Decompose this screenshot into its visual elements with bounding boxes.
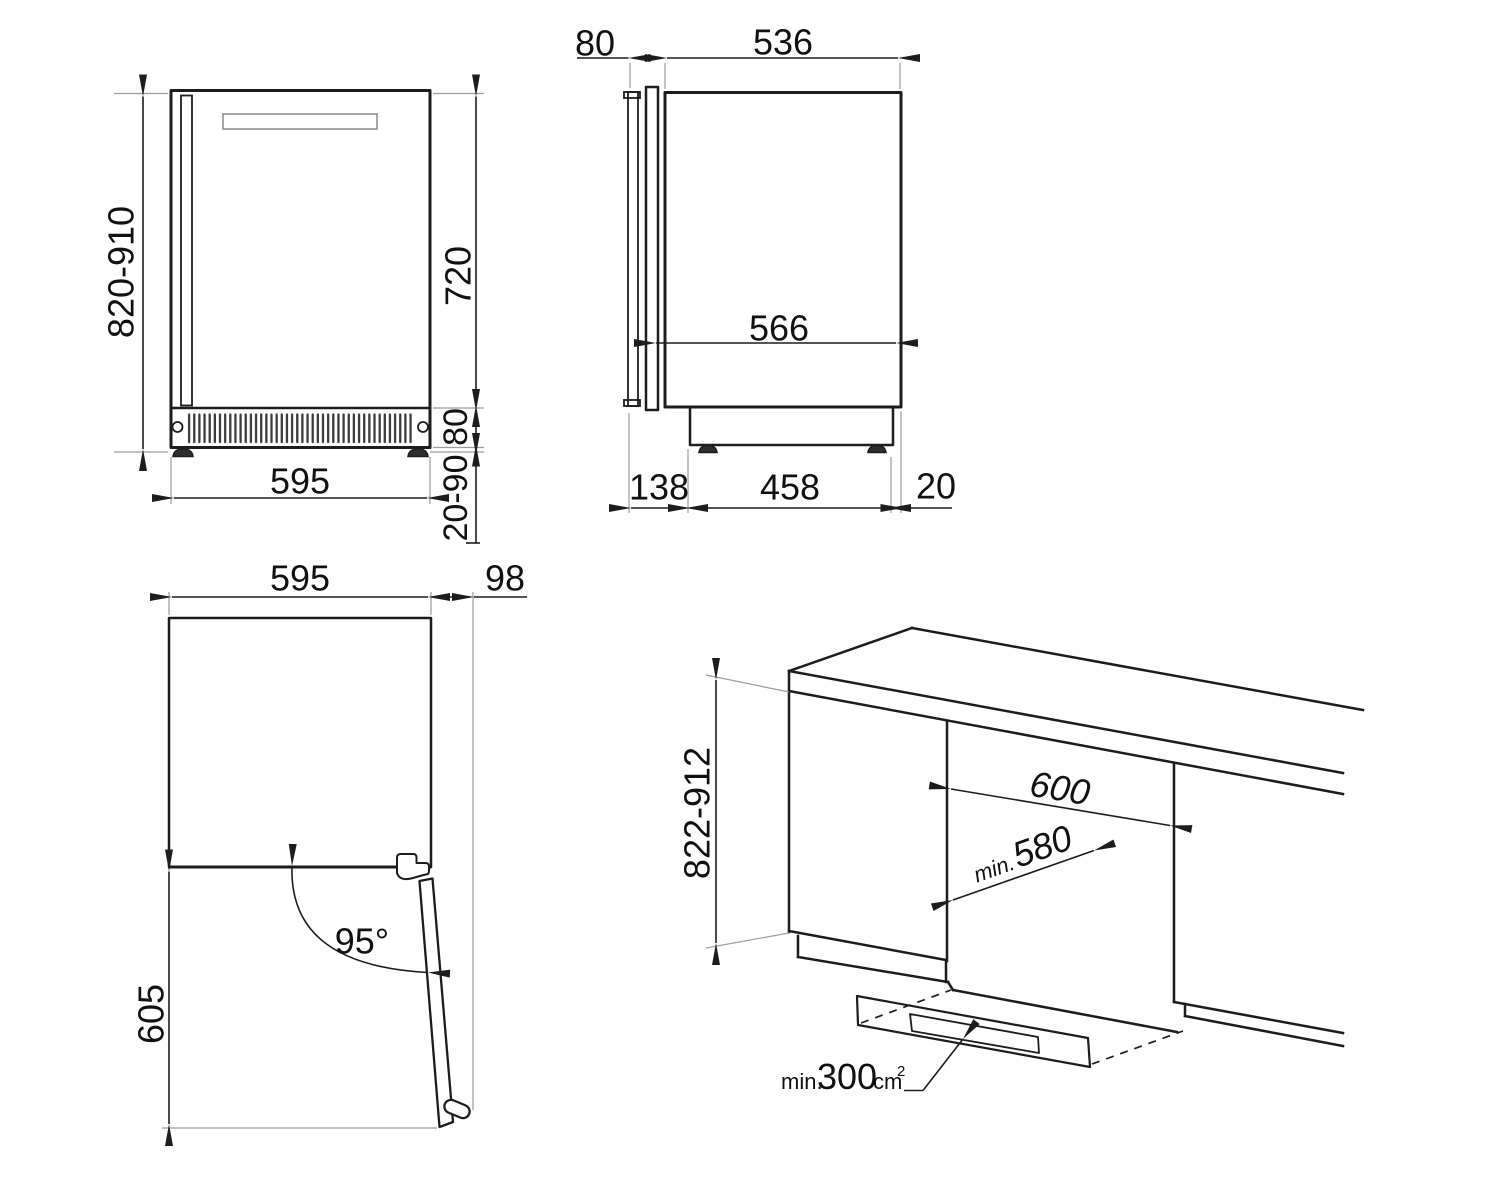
hinge-bracket	[396, 853, 430, 881]
vent-area-unit: cm	[873, 1069, 902, 1094]
front-extension-lines	[114, 92, 484, 504]
front-grille-height-label: 80	[437, 408, 475, 446]
cabinet-outline	[169, 89, 432, 449]
door-handle-end-inner	[445, 1101, 469, 1117]
screw-hole-right	[417, 421, 429, 433]
vent-area-value: 300	[817, 1056, 877, 1097]
niche-height-range-label: 822-912	[677, 747, 718, 879]
front-view: 820-910 720 80 20-90 595	[101, 74, 484, 544]
foot-left	[172, 448, 194, 458]
side-plinth-depth-label: 458	[760, 467, 820, 508]
front-width-label: 595	[270, 461, 330, 502]
niche-dimension-lines	[712, 658, 1193, 1092]
top-swing-radius-label: 605	[131, 984, 172, 1044]
plinth-side	[688, 406, 895, 447]
niche-depth-value: 580	[1007, 817, 1077, 876]
swing-arc	[288, 843, 451, 978]
side-interior-depth-label: 566	[749, 308, 809, 349]
hidden-line-left	[860, 989, 952, 1024]
top-door-projection-label: 98	[485, 558, 525, 599]
foot-right	[407, 448, 429, 458]
side-rear-gap-label: 20	[916, 466, 956, 507]
door-panel-side	[644, 85, 660, 412]
cabinet-top-outline	[167, 616, 433, 869]
door-open	[418, 877, 455, 1129]
side-view: 80 536 566 138 458 20	[575, 22, 956, 513]
niche-depth-min-prefix: min.	[970, 850, 1018, 888]
front-feet-range-label: 20-90	[437, 455, 475, 542]
side-depth-label: 536	[753, 22, 813, 63]
side-extension-lines	[628, 63, 902, 513]
side-front-offset-label: 138	[629, 467, 689, 508]
right-cabinet	[1172, 761, 1345, 1048]
side-door-thickness-label: 80	[575, 23, 615, 64]
niche-width-label: 600	[1027, 763, 1093, 813]
left-cabinet	[787, 669, 955, 992]
foot-rear-side	[867, 444, 887, 454]
top-extension-lines	[162, 592, 474, 1129]
worktop	[787, 626, 1365, 796]
front-door-height-label: 720	[438, 246, 479, 306]
niche-depth-label: min. 580	[970, 817, 1077, 888]
handle-bar-side	[627, 91, 639, 407]
hidden-line-right	[1091, 1030, 1184, 1065]
niche-extension-lines	[705, 674, 790, 949]
cabinet-body-side	[663, 91, 903, 409]
built-in-niche-view: 822-912 600 min. 580 min. 300 cm 2	[677, 626, 1365, 1097]
vent-area-label: min. 300 cm 2	[781, 1056, 905, 1097]
front-dimension-lines	[139, 74, 480, 544]
display-window	[222, 113, 378, 130]
vent-grille	[186, 412, 412, 444]
top-view-door-swing: 595 98 95° 605	[131, 558, 527, 1146]
top-dimension-lines	[150, 593, 527, 1146]
top-opening-angle-label: 95°	[335, 921, 389, 962]
side-dimension-lines	[577, 54, 952, 512]
front-height-range-label: 820-910	[101, 206, 142, 338]
screw-hole-left	[171, 421, 184, 433]
top-width-label: 595	[270, 558, 330, 599]
foot-front-side	[698, 444, 718, 454]
door-handle	[180, 94, 193, 407]
vent-area-exponent: 2	[897, 1063, 905, 1080]
vent-area-min-prefix: min.	[781, 1069, 823, 1094]
